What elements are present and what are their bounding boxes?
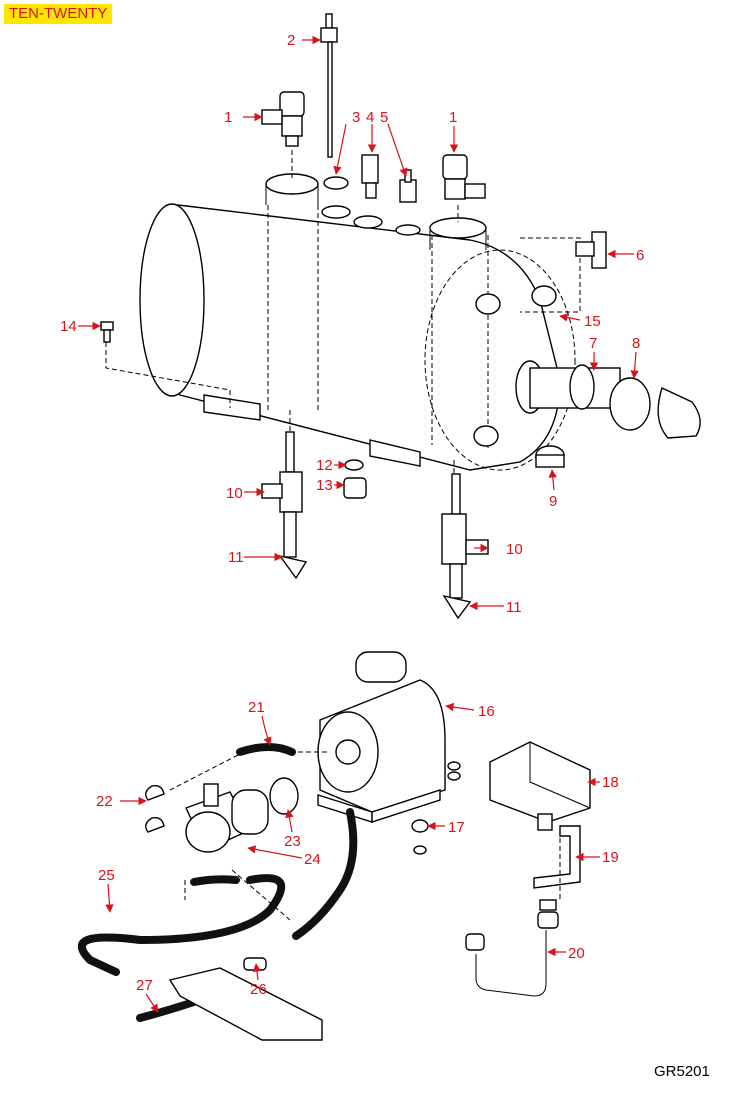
callout-25: 25 xyxy=(98,867,115,884)
callout-5: 5 xyxy=(380,109,388,126)
screw-14 xyxy=(100,321,114,343)
model-label: TEN-TWENTY xyxy=(4,4,113,24)
mount-screws xyxy=(411,761,461,855)
callout-18: 18 xyxy=(602,774,619,791)
level-probe xyxy=(320,13,338,158)
callout-7: 7 xyxy=(589,335,597,352)
switch-bracket xyxy=(533,825,581,889)
callout-26: 26 xyxy=(250,981,267,998)
callout-6: 6 xyxy=(636,247,644,264)
callout-2: 2 xyxy=(287,32,295,49)
callout-27: 27 xyxy=(136,977,153,994)
callout-1b: 1 xyxy=(449,109,457,126)
relief-valve-right xyxy=(442,154,486,200)
callout-14: 14 xyxy=(60,318,77,335)
capillary-tube xyxy=(465,899,559,997)
callout-13: 13 xyxy=(316,477,333,494)
heating-element xyxy=(515,360,701,439)
tee-fitting xyxy=(575,231,607,269)
callout-labels: 1 1 2 3 4 5 6 7 8 9 10 10 11 11 12 13 14… xyxy=(60,32,644,998)
callout-11a: 11 xyxy=(228,549,244,566)
washer-nut-12-13 xyxy=(343,459,367,499)
drawing-code: GR5201 xyxy=(654,1063,710,1080)
pressure-switch xyxy=(489,741,591,831)
hose-fittings xyxy=(145,743,296,833)
leader-lines xyxy=(78,35,639,1013)
boiler-assembly xyxy=(105,150,581,475)
callout-4: 4 xyxy=(366,109,374,126)
callout-9: 9 xyxy=(549,493,557,510)
callout-21: 21 xyxy=(248,699,265,716)
plug xyxy=(535,445,565,468)
callout-3: 3 xyxy=(352,109,360,126)
base-plate xyxy=(168,957,323,1041)
callout-23: 23 xyxy=(284,833,301,850)
valve-right-lower xyxy=(441,473,489,620)
pump-motor xyxy=(317,651,446,823)
relief-valve-left xyxy=(261,91,305,147)
valve-left-lower xyxy=(261,431,308,580)
callout-10a: 10 xyxy=(226,485,243,502)
callout-10b: 10 xyxy=(506,541,523,558)
callout-22: 22 xyxy=(96,793,113,810)
callout-1a: 1 xyxy=(224,109,232,126)
callout-19: 19 xyxy=(602,849,619,866)
clamp xyxy=(269,777,299,815)
small-fittings xyxy=(323,154,417,203)
callout-8: 8 xyxy=(632,335,640,352)
callout-15: 15 xyxy=(584,313,601,330)
callout-24: 24 xyxy=(304,851,321,868)
callout-20: 20 xyxy=(568,945,585,962)
callout-12: 12 xyxy=(316,457,333,474)
callout-17: 17 xyxy=(448,819,465,836)
pump-body xyxy=(185,783,269,853)
callout-16: 16 xyxy=(478,703,495,720)
callout-11b: 11 xyxy=(506,599,522,616)
